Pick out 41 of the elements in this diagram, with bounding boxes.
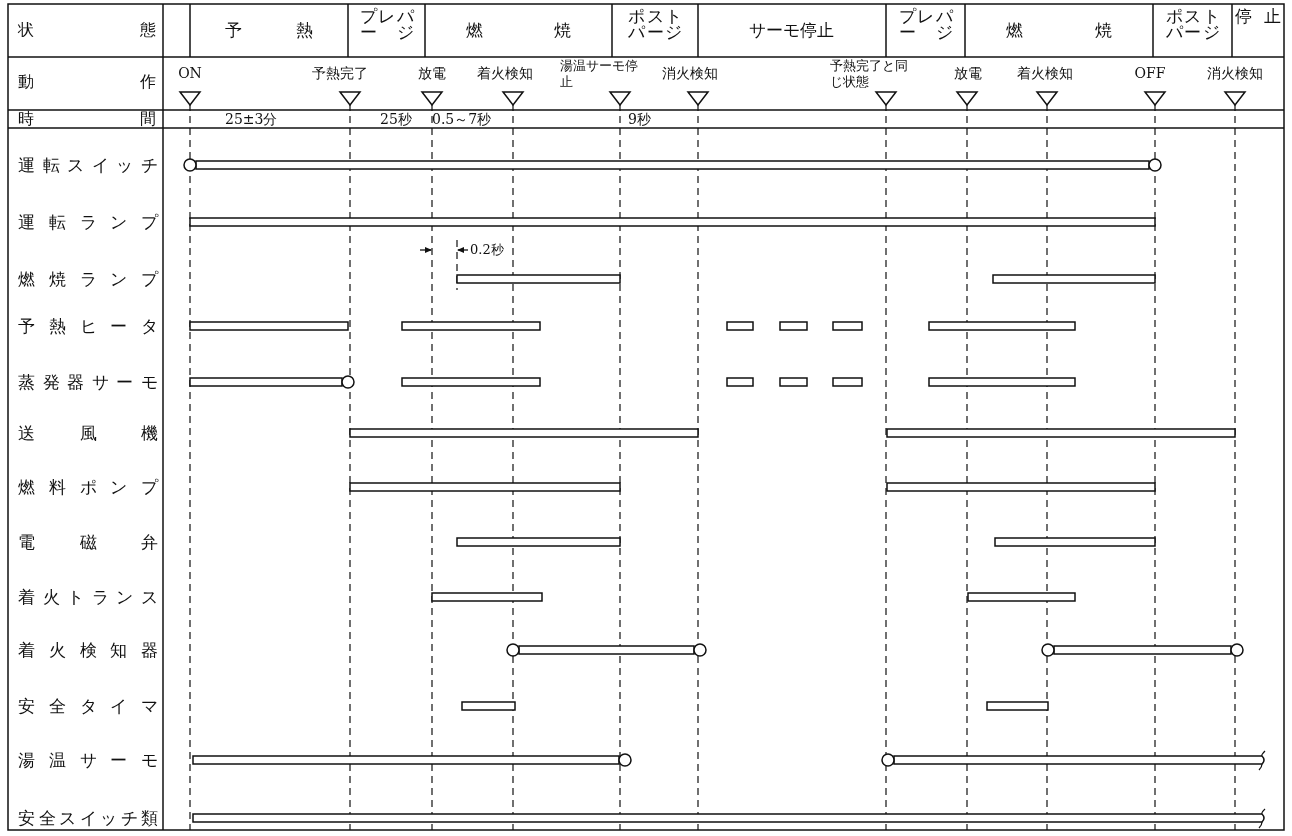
event-label: 湯温サーモ停止 [560,58,639,91]
event-label: 予熱完了と同じ状態 [830,58,909,91]
event-label: 放電 [417,64,447,83]
state-label: ポストパージ [1165,8,1220,44]
row-header: 時間 [18,110,156,128]
state-label: サーモ停止 [748,19,836,42]
event-label: 着火検知 [1016,64,1074,83]
signal-label: 着火検知器 [18,639,158,662]
signal-label: 燃焼ランプ [18,268,158,291]
state-label: 予熱 [224,19,314,42]
signal-label: 電磁弁 [18,531,158,554]
signal-label: 着火トランス [18,586,158,609]
state-label: 燃焼 [466,19,571,42]
signal-label: 予熱ヒータ [18,315,158,338]
row-header: 動作 [18,71,156,93]
duration-label: 9秒 [628,110,652,128]
event-label: 着火検知 [476,64,534,83]
signal-label: 燃料ポンプ [18,476,158,499]
signal-label: 送風機 [18,422,158,445]
duration-label: 0.2秒 [470,241,505,259]
signal-label: 蒸発器サーモ [18,371,158,394]
event-label: OFF [1133,64,1167,83]
signal-label: 運転スイッチ [18,154,158,177]
event-label: 予熱完了 [311,64,369,83]
signal-label: 安全スイッチ類 [18,807,158,830]
duration-label: 0.5～7秒 [432,110,493,128]
event-label: 消火検知 [1206,64,1264,83]
signal-label: 安全タイマ [18,695,158,718]
state-label: ポストパージ [628,8,682,44]
signal-label: 湯温サーモ [18,749,158,772]
duration-label: 25±3分 [225,110,279,128]
row-header: 状態 [18,19,156,41]
event-label: 放電 [953,64,983,83]
duration-label: 25秒 [380,110,413,128]
state-label: プレパージ [898,8,953,44]
state-label: 燃焼 [1006,19,1112,42]
event-label: ON [177,64,203,83]
signal-label: 運転ランプ [18,211,158,234]
event-label: 消火検知 [661,64,719,83]
state-label: プレパージ [359,8,414,44]
state-label: 停止 [1235,8,1281,28]
